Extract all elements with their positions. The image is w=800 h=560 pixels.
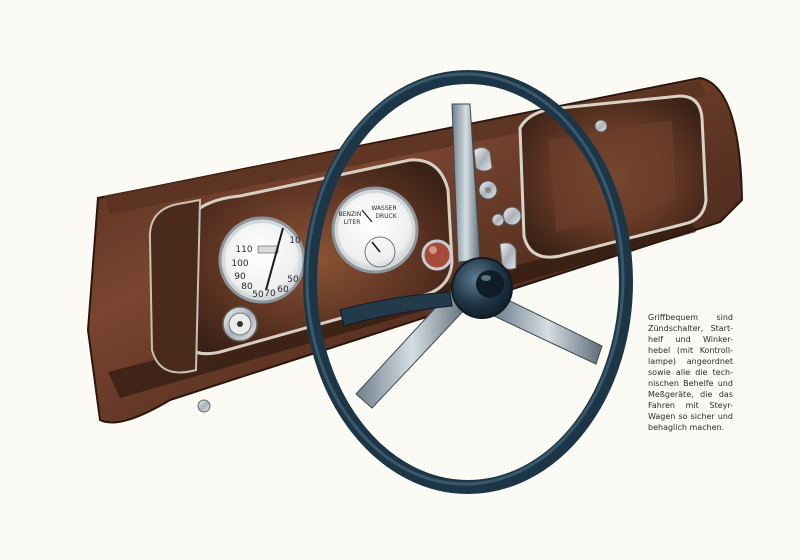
caption-line: sowie alle die tech- (648, 368, 733, 377)
caption-line: Meßgeräte, die das (648, 390, 733, 399)
caption-line: Griffbequem sind (648, 313, 733, 322)
caption-text: Griffbequem sind Zündschalter, Start- he… (648, 312, 733, 433)
speedometer-needle (265, 227, 284, 291)
lower-knob[interactable] (197, 399, 211, 413)
wheel-spoke-right (493, 295, 603, 365)
speedometer-tick: 50 (252, 290, 264, 300)
gauge-label: DRUCK (375, 213, 397, 220)
caption-line: behaglich machen. (648, 423, 725, 432)
indicator-switch[interactable] (502, 206, 522, 226)
gauge-label: LITER (344, 219, 361, 226)
speedometer-tick: 110 (235, 245, 252, 255)
speedometer-tick: 100 (231, 259, 248, 269)
caption-line: Fahren mit Steyr- (648, 401, 733, 410)
caption-line: Zündschalter, Start- (648, 324, 733, 333)
speedometer-tick: 60 (277, 285, 289, 295)
caption-line: helf und Winker- (648, 335, 733, 344)
ignition-switch[interactable] (473, 146, 493, 172)
glovebox-lock-icon[interactable] (594, 119, 608, 133)
caption-line: nischen Behelfe und (648, 379, 733, 388)
small-gauge (222, 306, 258, 342)
speedometer-tick: 70 (264, 289, 276, 299)
gauge-label: BENZIN (339, 211, 362, 218)
caption-line: lampe) angeordnet (648, 357, 733, 366)
combination-gauge: BENZIN LITER WASSER DRUCK (331, 186, 419, 274)
warning-lamp (421, 239, 453, 271)
speedometer-tick: 90 (234, 272, 246, 282)
speedometer-tick: 50 (287, 275, 299, 285)
caption-line: hebel (mit Kontroll- (648, 346, 733, 355)
switch-panel (473, 146, 522, 270)
speedometer-tick: 80 (241, 282, 253, 292)
wheel-rim (303, 70, 633, 494)
caption-line: Wagen so sicher und (648, 412, 733, 421)
speedometer: 110 100 90 80 50 70 60 50 10 (218, 216, 306, 304)
steering-wheel[interactable] (303, 70, 633, 494)
speedometer-tick: 10 (289, 236, 301, 246)
gauge-label: WASSER (371, 205, 396, 212)
